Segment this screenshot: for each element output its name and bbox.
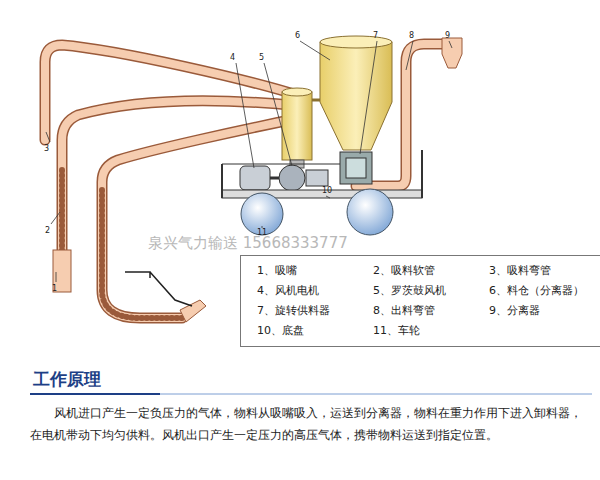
part-name: 8、出料弯管 <box>373 304 489 318</box>
callout-number: 2 <box>45 226 50 236</box>
part-name: 11、车轮 <box>373 324 489 338</box>
part-name: 10、底盘 <box>257 324 373 338</box>
part-name: 9、分离器 <box>489 304 600 318</box>
watermark: 泉兴气力输送 15668333777 <box>148 234 348 252</box>
description-text: 风机进口产生一定负压力的气体，物料从吸嘴吸入，运送到分离器，物料在重力作用下进入… <box>30 402 586 446</box>
part-name: 2、吸料软管 <box>373 264 489 278</box>
callout-number: 5 <box>259 53 264 63</box>
callout-number: 8 <box>409 31 414 41</box>
part-name: 1、吸嘴 <box>257 264 373 278</box>
callout-number: 3 <box>44 144 49 154</box>
part-name: 6、料仓（分离器） <box>489 284 600 298</box>
part-name: 4、风机电机 <box>257 284 373 298</box>
part-name: 3、吸料弯管 <box>489 264 600 278</box>
callout-number: 4 <box>230 53 235 63</box>
callout-number: 7 <box>373 31 378 41</box>
parts-table: 1、吸嘴2、吸料软管3、吸料弯管 4、风机电机5、罗茨鼓风机6、料仓（分离器） 7、… <box>240 255 600 347</box>
section-heading: 工作原理 <box>33 368 101 390</box>
callout-number: 9 <box>445 31 450 41</box>
callout-number: 6 <box>295 31 300 41</box>
part-name: 5、罗茨鼓风机 <box>373 284 489 298</box>
callout-number: 1 <box>52 284 57 294</box>
part-name: 7、旋转供料器 <box>257 304 373 318</box>
callout-number: 10 <box>322 186 332 196</box>
